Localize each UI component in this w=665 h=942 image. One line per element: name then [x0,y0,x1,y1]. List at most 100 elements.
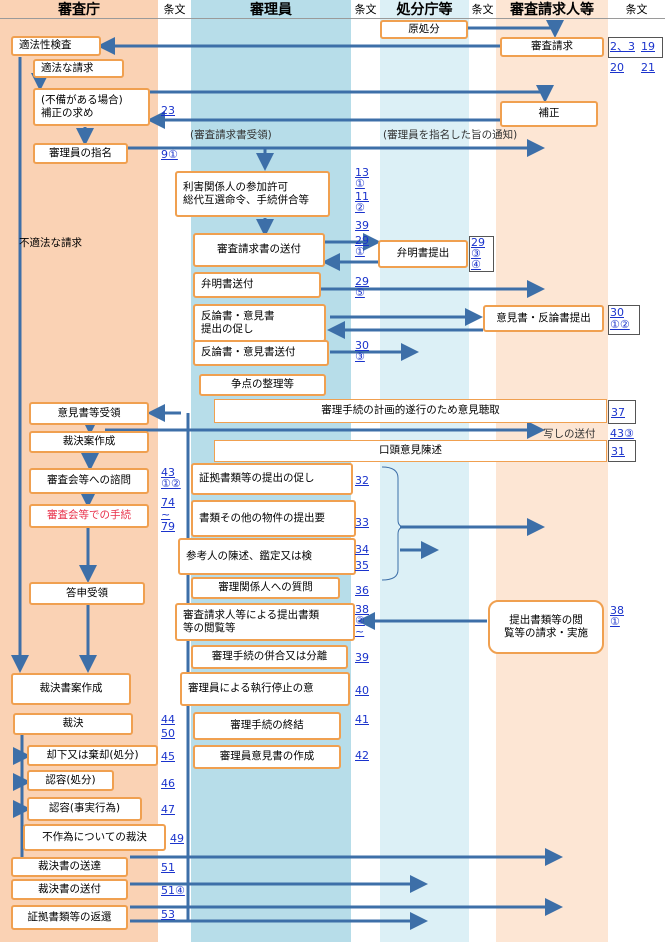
ref-46[interactable]: 46 [161,777,175,790]
ref-19[interactable]: 19 [641,40,655,53]
header-shinsa-cho: 審査庁 [0,0,158,19]
ref-51-4[interactable]: 51④ [161,884,185,897]
lane-jobun-1 [158,0,191,942]
ref-41[interactable]: 41 [355,713,369,726]
box-nin-shobun: 認容(処分) [27,770,114,791]
box-heigo: 審理手続の併合又は分離 [191,645,348,669]
ref-43-3[interactable]: 43③ [610,427,634,440]
refbox-2-3 [608,37,663,58]
box-toshin: 答申受領 [29,582,145,605]
box-kyakka: 却下又は棄却(処分) [27,745,158,766]
lane-seikyunin [496,0,608,942]
lane-jobun-3 [469,0,496,942]
ref-23[interactable]: 23 [161,104,175,117]
ref-20[interactable]: 20 [610,61,624,74]
box-tekigosei: 適法性検査 [11,36,101,56]
box-ikensho-hanron: 意見書・反論書提出 [483,305,604,332]
box-fubi: (不備がある場合) 補正の求め [33,88,150,126]
box-henkan: 証拠書類等の返還 [11,905,128,930]
refbox-30-12 [608,305,640,335]
box-futekiho: 不適法な請求 [19,237,82,250]
box-shitsumon: 審理関係人への質問 [191,577,340,599]
ref-36[interactable]: 36 [355,584,369,597]
ref-47[interactable]: 47 [161,803,175,816]
ref-42[interactable]: 42 [355,749,369,762]
box-saiketsu: 裁決 [13,713,133,735]
box-iken-juryo: 意見書等受領 [29,402,149,425]
ref-30-3[interactable]: 30 ③ [355,339,369,363]
box-benmei-sofu: 弁明書送付 [193,272,321,298]
ref-2-3[interactable]: 2、3 [610,40,635,53]
box-shinsa-tetsuzuki: 審査会等での手続 [29,504,149,528]
ref-9-1[interactable]: 9① [161,148,178,161]
box-shimei: 審理員の指名 [33,143,128,164]
ref-49[interactable]: 49 [170,832,184,845]
ref-38-2[interactable]: 38 ② ~ [355,603,369,638]
header-shobun-cho: 処分庁等 [380,0,469,19]
ref-11-2[interactable]: 11 ② [355,190,369,214]
box-fusakui: 不作為についての裁決 [23,824,166,851]
ref-74-79[interactable]: 74 ~ 79 [161,496,175,533]
box-hosei: 補正 [500,101,598,127]
text-utsushi: 写しの送付 [543,428,596,440]
ref-39b[interactable]: 39 [355,651,369,664]
box-hanron-unagashi: 反論書・意見書 提出の促し [193,304,326,342]
ref-34-35[interactable]: 34 35 [355,543,369,572]
ref-45[interactable]: 45 [161,750,175,763]
box-saiketsusho-an: 裁決書案作成 [11,673,131,705]
box-shoko-unagashi: 証拠書類等の提出の促し [191,463,353,495]
arrow-fubi-to-hosei [150,85,554,103]
ref-40[interactable]: 40 [355,684,369,697]
header-shinriin: 審理員 [191,0,351,19]
box-nin-jijitsu: 認容(事実行為) [27,797,142,821]
lane-jobun-2 [351,0,380,942]
box-soten: 争点の整理等 [199,374,326,396]
box-genshobun: 原処分 [380,20,468,39]
note-juryo: (審査請求書受領) [190,129,272,141]
ref-31[interactable]: 31 [611,445,625,458]
ref-39a[interactable]: 39 [355,219,369,232]
box-keikaku: 審理手続の計画的遂行のため意見聴取 [214,399,607,423]
header-seikyunin: 審査請求人等 [496,0,608,19]
ref-44-50[interactable]: 44 50 [161,713,175,740]
box-hanron-sofu: 反論書・意見書送付 [193,340,329,366]
header-jobun-4: 条文 [608,0,665,19]
box-sankonin: 参考人の陳述、鑑定又は検 [178,538,356,575]
ref-13-1[interactable]: 13 ① [355,166,369,190]
refbox-37 [608,400,636,424]
box-etsuran-seikyu: 提出書類等の閲 覧等の請求・実施 [488,600,604,654]
box-ikensho-sakusei: 審理員意見書の作成 [193,745,341,769]
ref-38-1[interactable]: 38 ① [610,604,624,628]
ref-29-3-4[interactable]: 29 ③ ④ [471,236,485,271]
box-saiketsu-an: 裁決案作成 [29,431,149,453]
bracket [381,466,406,581]
box-benmei-teishutsu: 弁明書提出 [378,240,468,268]
box-koto: 口頭意見陳述 [214,440,607,462]
note-tsuchi: (審理員を指名した旨の通知) [383,129,518,141]
ref-37[interactable]: 37 [611,406,625,419]
header-jobun-2: 条文 [351,0,380,19]
header-jobun-3: 条文 [469,0,496,19]
box-shuketsu: 審理手続の終結 [193,712,341,740]
box-etsuran: 審査請求人等による提出書類 等の閲覧等 [175,603,355,641]
box-tekiho: 適法な請求 [33,59,124,78]
ref-30-12[interactable]: 30 ①② [610,306,630,331]
ref-29-1[interactable]: 29 ① [355,234,369,258]
ref-51[interactable]: 51 [161,861,175,874]
refbox-29-3-4 [469,236,494,272]
ref-29-5[interactable]: 29 ⑤ [355,275,369,299]
header-jobun-1: 条文 [158,0,191,19]
box-shimon: 審査会等への諮問 [29,468,149,494]
ref-33[interactable]: 33 [355,516,369,529]
ref-32[interactable]: 32 [355,474,369,487]
arrow-genshobun [468,20,564,38]
ref-21[interactable]: 21 [641,61,655,74]
ref-43-12[interactable]: 43 ①② [161,466,181,490]
box-soutatsu: 裁決書の送達 [11,857,128,877]
box-shorui-teishutsu: 書類その他の物件の提出要 [191,500,356,537]
lane-jobun-4 [608,0,665,942]
ref-53[interactable]: 53 [161,908,175,921]
box-sofu: 審査請求書の送付 [193,233,325,267]
box-shikko: 審理員による執行停止の意 [180,672,350,706]
